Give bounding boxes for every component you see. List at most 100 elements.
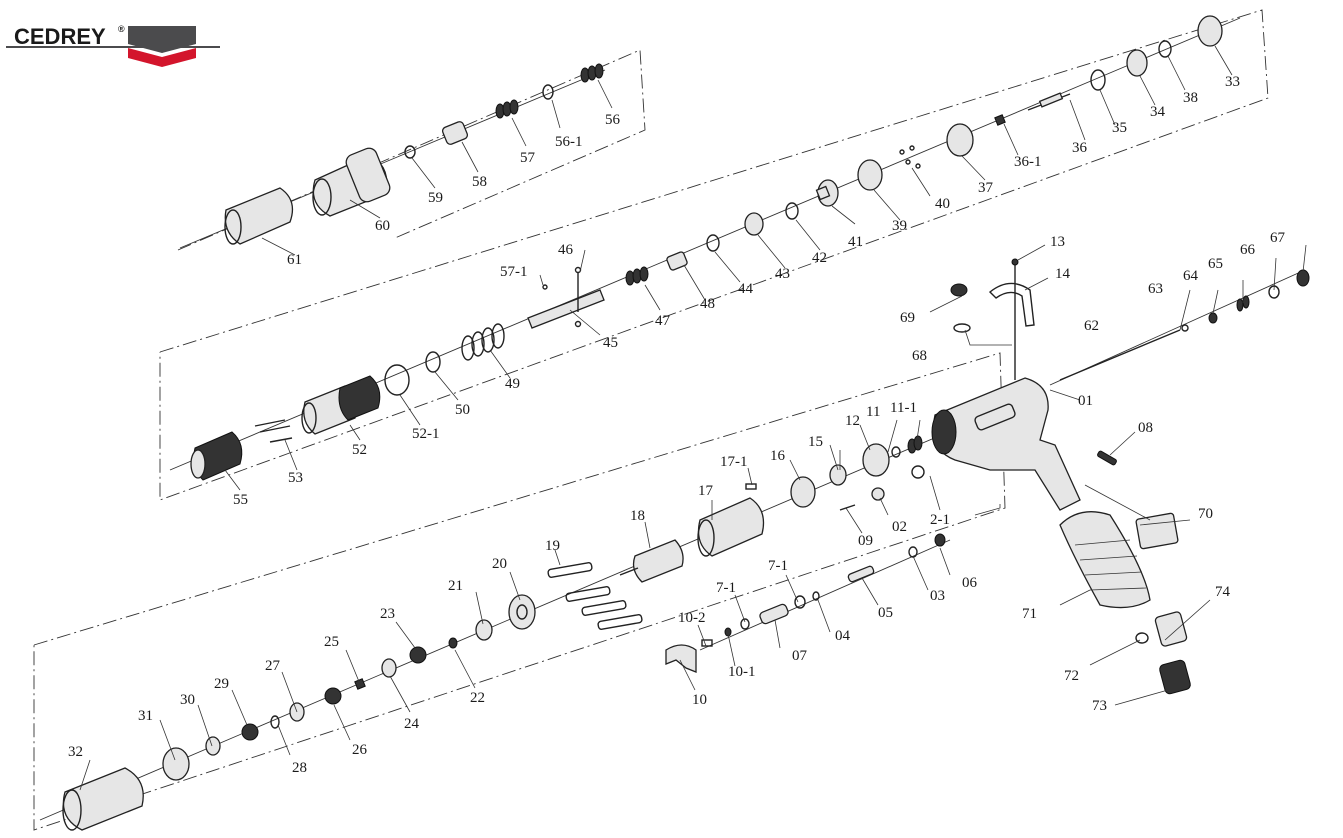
callout-11: 11: [866, 404, 880, 420]
part-16-end-plate: [790, 476, 816, 508]
part-38-ring: [1158, 40, 1172, 58]
callout-63: 63: [1148, 281, 1163, 297]
outline-top-left-group: [177, 49, 646, 251]
callout-13: 13: [1050, 234, 1065, 250]
part-07-valve-body: [759, 603, 789, 625]
part-2-1-ring: [911, 465, 925, 479]
callout-46: 46: [558, 242, 574, 258]
part-17-cylinder: [697, 497, 765, 557]
part-56-spring: [580, 63, 604, 83]
callout-45: 45: [603, 335, 618, 351]
part-10-1-pin: [724, 627, 732, 637]
part-05-valve-stem: [847, 565, 875, 583]
callout-34: 34: [1150, 104, 1166, 120]
callout-47: 47: [655, 313, 671, 329]
part-52-body: [301, 375, 381, 435]
part-14-hanger: [988, 282, 1035, 327]
parts-housing-group: [839, 258, 1310, 695]
callout-37: 37: [978, 180, 994, 196]
callout-04: 04: [835, 628, 851, 644]
part-43-bearing: [744, 212, 764, 236]
callout-30: 30: [180, 692, 195, 708]
callout-43: 43: [775, 266, 790, 282]
part-61-sleeve: [224, 187, 294, 245]
callout-10-1: 10-1: [728, 664, 756, 680]
callout-40: 40: [935, 196, 950, 212]
part-28-ring: [270, 715, 280, 729]
part-26-gear: [324, 687, 342, 705]
brand-chevron-red: [128, 48, 196, 67]
part-33-bearing: [1197, 15, 1223, 47]
part-60-nozzle: [312, 147, 391, 217]
callout-41: 41: [848, 234, 863, 250]
part-18-rotor: [619, 539, 684, 583]
callout-69: 69: [900, 310, 915, 326]
part-20-end-plate: [508, 594, 536, 630]
parts-top-group: [224, 63, 604, 245]
callout-12: 12: [845, 413, 860, 429]
callout-50: 50: [455, 402, 470, 418]
callout-36-1: 36-1: [1014, 154, 1042, 170]
callout-65: 65: [1208, 256, 1223, 272]
callout-07: 07: [792, 648, 808, 664]
callout-03: 03: [930, 588, 945, 604]
callout-59: 59: [428, 190, 443, 206]
callout-31: 31: [138, 708, 153, 724]
part-56-1-ring: [542, 84, 554, 100]
callout-23: 23: [380, 606, 395, 622]
callout-20: 20: [492, 556, 507, 572]
part-48-bushing: [666, 251, 688, 271]
callout-70: 70: [1198, 506, 1213, 522]
part-55-collet: [190, 431, 243, 481]
callout-08: 08: [1138, 420, 1153, 436]
parts-upper-group: [190, 15, 1223, 481]
part-70-label: [1135, 512, 1179, 550]
callout-18: 18: [630, 508, 645, 524]
part-21-bearing: [475, 619, 493, 641]
callout-67: 67: [1270, 230, 1286, 246]
callout-28: 28: [292, 760, 307, 776]
callout-74: 74: [1215, 584, 1231, 600]
part-50-washer: [425, 351, 441, 373]
callout-14: 14: [1055, 266, 1071, 282]
part-31-bushing: [162, 747, 190, 781]
part-09-screw: [839, 504, 856, 511]
part-11-ring: [891, 446, 901, 458]
callout-17-1: 17-1: [720, 454, 748, 470]
part-10-2-spring: [701, 639, 713, 647]
callout-72: 72: [1064, 668, 1079, 684]
brand-logo: CEDREY ®: [6, 24, 220, 67]
part-19-blades: [547, 562, 643, 630]
part-02-spacer: [871, 487, 885, 501]
callout-64: 64: [1183, 268, 1199, 284]
parts-lower-group: [62, 464, 946, 831]
part-22-ring: [448, 637, 458, 649]
callout-36: 36: [1072, 140, 1088, 156]
part-62-rod: [1059, 329, 1181, 381]
callout-53: 53: [288, 470, 303, 486]
part-17-1-pin: [745, 483, 757, 490]
callout-58: 58: [472, 174, 487, 190]
part-67-cap: [1296, 269, 1310, 287]
part-40-balls: [899, 145, 921, 169]
part-04-ring: [812, 591, 820, 601]
callout-33: 33: [1225, 74, 1240, 90]
part-41-cap: [815, 179, 839, 207]
callout-39: 39: [892, 218, 907, 234]
part-10-trigger: [665, 644, 697, 673]
callout-42: 42: [812, 250, 827, 266]
callout-15: 15: [808, 434, 823, 450]
part-7-1-o-ring-right: [794, 595, 806, 609]
callout-55: 55: [233, 492, 248, 508]
part-58-bushing: [441, 121, 469, 145]
callout-21: 21: [448, 578, 463, 594]
part-24-washer: [381, 658, 397, 678]
part-69-regulator: [950, 283, 968, 297]
callout-48: 48: [700, 296, 715, 312]
callout-44: 44: [738, 281, 754, 297]
part-36-rotor-shaft: [1027, 92, 1071, 111]
part-03-ring: [908, 546, 918, 558]
callout-02: 02: [892, 519, 907, 535]
callout-35: 35: [1112, 120, 1127, 136]
